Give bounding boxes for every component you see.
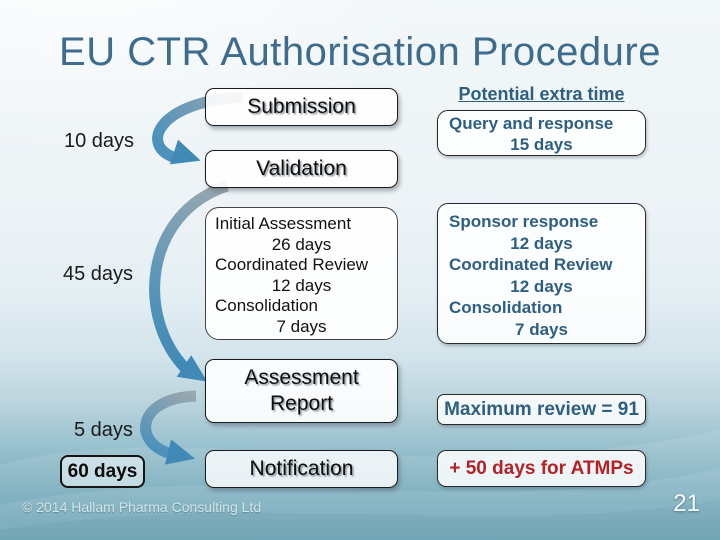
assessment-phase-label: Consolidation: [215, 296, 319, 315]
extra-phase-days: 15 days: [510, 135, 573, 154]
slide-page-number: 21: [673, 490, 700, 517]
extra-phase-label: Consolidation: [449, 298, 563, 317]
flow-step-label: Notification: [249, 457, 354, 480]
duration-label-5-days: 5 days: [74, 419, 133, 441]
extra-phase-label: Coordinated Review: [449, 255, 613, 274]
extra-phase-days: 7 days: [515, 319, 568, 339]
flow-step-label: Validation: [256, 157, 347, 180]
extra-phase-days: 12 days: [510, 276, 573, 296]
total-days-box: 60 days: [60, 455, 145, 488]
curved-arrow-report-notification-icon: [140, 390, 197, 465]
duration-label-10-days: 10 days: [64, 130, 135, 152]
total-days-label: 60 days: [67, 460, 138, 482]
atmp-extra-days-label: + 50 days for ATMPs: [449, 457, 634, 479]
atmp-extra-days-box: + 50 days for ATMPs: [437, 450, 646, 487]
copyright-text: © 2014 Hallam Pharma Consulting Ltd: [22, 499, 262, 515]
duration-label-45-days: 45 days: [63, 263, 134, 285]
maximum-review-box: Maximum review = 91: [437, 394, 646, 425]
flow-step-label: Submission: [247, 95, 356, 118]
assessment-phase-days: 12 days: [271, 275, 332, 295]
assessment-phase-days: 26 days: [271, 234, 332, 254]
query-response-box: Query and response 15 days: [437, 110, 646, 156]
extra-phase-label: Query and response: [449, 114, 614, 133]
assessment-phase-label: Coordinated Review: [215, 255, 369, 274]
page-title: EU CTR Authorisation Procedure: [59, 30, 661, 74]
flow-step-label: Assessment Report: [244, 366, 359, 415]
assessment-phase-days: 7 days: [276, 316, 327, 336]
sponsor-response-box: Sponsor response 12 days Coordinated Rev…: [437, 203, 646, 344]
flow-step-assessment-report: Assessment Report: [205, 359, 398, 423]
maximum-review-label: Maximum review = 91: [444, 398, 639, 420]
extra-time-heading: Potential extra time: [458, 84, 625, 104]
extra-phase-days: 12 days: [510, 233, 573, 253]
initial-assessment-box: Initial Assessment 26 days Coordinated R…: [205, 207, 398, 340]
flow-step-notification: Notification: [205, 450, 398, 488]
flow-step-validation: Validation: [205, 150, 398, 188]
assessment-phase-label: Initial Assessment: [215, 214, 352, 233]
extra-phase-label: Sponsor response: [449, 212, 599, 231]
flow-step-submission: Submission: [205, 88, 398, 126]
